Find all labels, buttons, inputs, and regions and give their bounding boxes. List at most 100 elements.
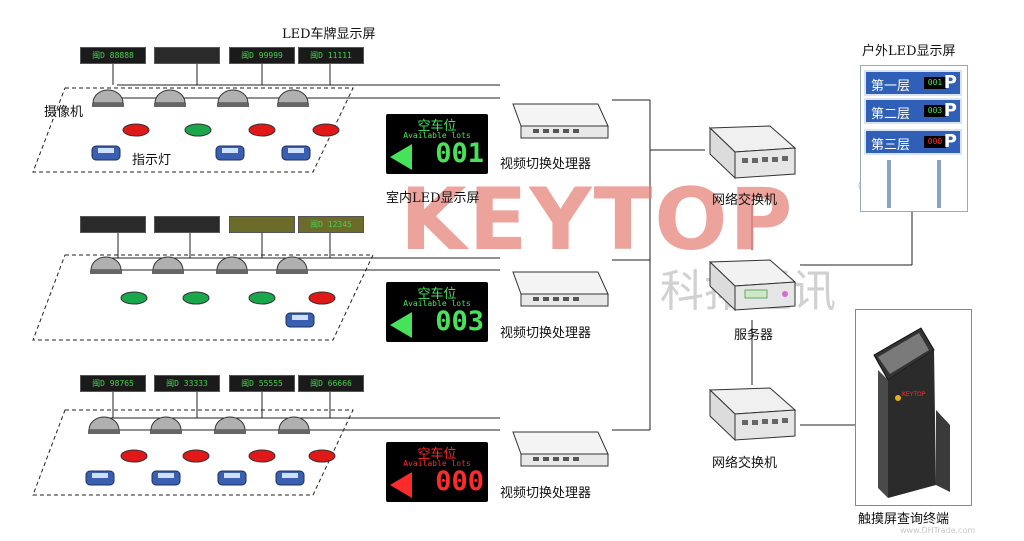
camera-base [150,430,182,434]
left-arrow-icon [390,472,412,498]
video-switch-label-3: 视频切换处理器 [500,486,592,501]
network-switch-icon [708,125,797,180]
indicator-light [182,449,210,463]
car-window [292,315,308,320]
camera-base [152,270,184,274]
left-arrow-icon [390,144,412,170]
indicator-light [182,291,210,305]
kiosk-label: 触摸屏查询终端 [858,512,950,527]
camera-label: 摄像机 [44,105,84,120]
camera-icon [90,256,122,271]
network-switch-icon [708,387,797,442]
floor-count: 001 [924,77,946,89]
plate-r3-3: 闽D 55555 [229,375,295,392]
camera-base [277,103,309,107]
outdoor-led-label: 户外LED显示屏 [862,44,956,59]
camera-icon [92,89,124,104]
camera-base [154,103,186,107]
camera-base [90,270,122,274]
sign-count: 003 [435,306,484,337]
indoor-sign-1: 空车位 Available lots 001 [386,114,488,174]
camera-icon [154,89,186,104]
camera-icon [214,416,246,431]
floor-1-outline [32,87,354,173]
video-processor-icon [512,431,609,467]
camera-base [278,430,310,434]
camera-base [216,270,248,274]
indicator-light [120,291,148,305]
plate-r2-4: 闽D 12345 [298,216,364,233]
plate-r3-1: 闽D 98765 [80,375,146,392]
floor-2-outline [32,254,374,341]
camera-base [88,430,120,434]
sign-sub: Available lots [403,459,471,468]
kiosk-frame: KEYTOP [855,309,972,506]
indoor-sign-3: 空车位 Available lots 000 [386,442,488,502]
car-window [98,148,114,153]
network-switch-label-1: 网络交换机 [712,193,778,208]
floor-label: 第二层 [871,107,911,122]
sign-sub: Available lots [403,131,471,140]
indicator-light [122,123,150,137]
indicator-light [248,123,276,137]
indoor-led-label: 室内LED显示屏 [386,191,480,206]
camera-icon [152,256,184,271]
server-icon [708,259,797,312]
indicator-light [120,449,148,463]
indicator-light [312,123,340,137]
car-window [158,473,174,478]
floor-label: 第一层 [871,79,911,94]
floor-count: 003 [924,105,946,117]
car-window [282,473,298,478]
floor-count: 000 [924,136,946,148]
floor-label: 第三层 [871,138,911,153]
sign-title: 空车位 [417,119,457,134]
camera-base [92,103,124,107]
indicator-light [248,449,276,463]
indicator-light [308,449,336,463]
camera-icon [278,416,310,431]
plate-r1-4: 闽D 11111 [298,47,364,64]
touch-kiosk-icon [873,327,950,498]
outdoor-row-2: 第二层 003 P [864,98,962,124]
sign-post-right [937,160,941,208]
camera-icon [88,416,120,431]
camera-icon [216,256,248,271]
indicator-label: 指示灯 [132,153,172,168]
parking-p-icon: P [943,131,957,152]
plate-r3-4: 闽D 66666 [298,375,364,392]
sign-title: 空车位 [417,287,457,302]
indicator-light [248,291,276,305]
floor-3-outline [32,409,354,496]
car-window [92,473,108,478]
watermark-brand: KEYTOP [400,170,795,270]
outdoor-led-sign: 第一层 001 P 第二层 003 P 第三层 000 P [860,65,968,212]
indicator-light [308,291,336,305]
sign-sub: Available lots [403,299,471,308]
plate-r3-2: 闽D 33333 [154,375,220,392]
plate-r1-3: 闽D 99999 [229,47,295,64]
sign-title: 空车位 [417,447,457,462]
camera-icon [277,89,309,104]
sign-count: 000 [435,466,484,497]
video-switch-label-1: 视频切换处理器 [500,157,592,172]
camera-icon [150,416,182,431]
car-window [224,473,240,478]
left-arrow-icon [390,312,412,338]
parking-p-icon: P [943,72,957,93]
plate-r2-1 [80,216,146,233]
video-switch-label-2: 视频切换处理器 [500,326,592,341]
indicator-light [184,123,212,137]
led-plate-screen-label: LED车牌显示屏 [282,27,376,42]
parking-p-icon: P [943,100,957,121]
plate-r1-2 [154,47,220,64]
indoor-sign-2: 空车位 Available lots 003 [386,282,488,342]
sign-post-left [887,160,891,208]
outdoor-row-1: 第一层 001 P [864,70,962,96]
camera-base [217,103,249,107]
outdoor-row-3: 第三层 000 P [864,129,962,155]
plate-r2-2 [154,216,220,233]
plate-r2-3 [229,216,295,233]
